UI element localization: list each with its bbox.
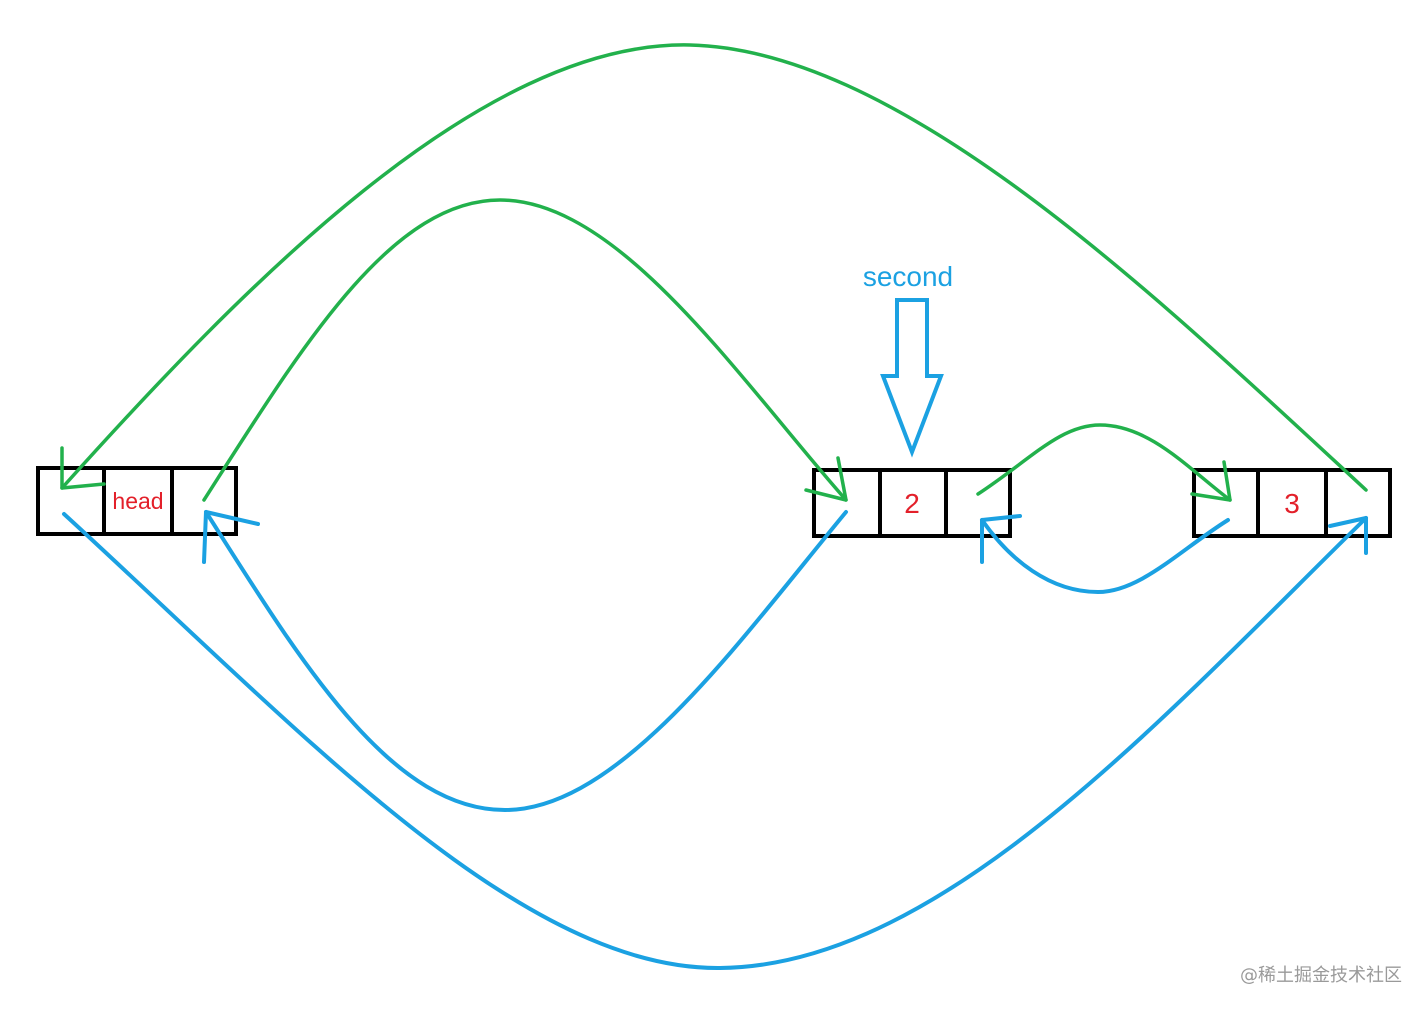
head-data-cell bbox=[102, 466, 174, 536]
prev-arrowhead-at-2 bbox=[980, 514, 1022, 564]
next-arrow-2-to-3 bbox=[976, 423, 1232, 502]
second-pointer: second bbox=[863, 261, 953, 458]
next-arrow-3-to-head bbox=[60, 43, 1368, 492]
node-3-label: 3 bbox=[1284, 488, 1300, 519]
next-arrow-head-to-2 bbox=[202, 198, 848, 502]
next-arrows bbox=[60, 43, 1368, 502]
head-node-label: head bbox=[112, 488, 163, 514]
prev-arrowhead-at-3 bbox=[1328, 516, 1368, 555]
prev-arrow-2-to-head bbox=[204, 510, 848, 812]
watermark-text: @稀土掘金技术社区 bbox=[1240, 965, 1402, 986]
prev-arrow-3-to-2 bbox=[980, 518, 1230, 594]
node-2-prev-cell bbox=[812, 468, 882, 538]
next-arrowhead-at-head bbox=[60, 446, 106, 490]
second-pointer-arrow bbox=[880, 298, 944, 458]
second-pointer-label: second bbox=[863, 261, 953, 292]
prev-arrows bbox=[62, 510, 1368, 971]
node-3-data-cell bbox=[1256, 468, 1328, 538]
node-2-data-cell bbox=[878, 468, 948, 538]
next-arrowhead-at-2 bbox=[804, 456, 848, 502]
node-2: 2 bbox=[812, 468, 1012, 538]
node-2-label: 2 bbox=[904, 488, 920, 519]
prev-arrow-head-to-3 bbox=[62, 512, 1368, 971]
next-arrowhead-at-3 bbox=[1190, 460, 1232, 502]
prev-arrowhead-at-head bbox=[202, 510, 260, 564]
